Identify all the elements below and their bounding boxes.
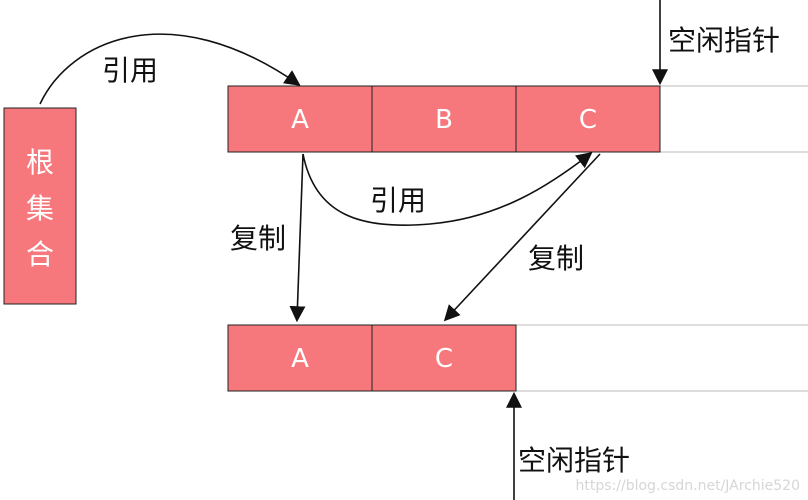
bottom-cell-c-label: C <box>435 344 453 374</box>
bottom-memory-row: A C <box>227 324 808 392</box>
root-set-char: 根 <box>26 146 54 179</box>
top-cell-b <box>371 85 517 153</box>
bottom-cell-a <box>227 324 373 392</box>
root-set-char: 集 <box>26 192 54 225</box>
arrows <box>39 0 668 500</box>
top-cell-a-label: A <box>291 105 309 135</box>
label-root-reference: 引用 <box>102 54 158 87</box>
arrow-copy-c <box>443 153 601 322</box>
label-copy-a: 复制 <box>230 222 286 255</box>
label-copy-c: 复制 <box>528 242 584 275</box>
root-set-char: 合 <box>26 238 54 271</box>
top-cell-c <box>515 85 661 153</box>
root-set-box <box>3 107 77 305</box>
top-cell-c-label: C <box>579 105 597 135</box>
arrow-a-to-c-reference <box>302 152 593 227</box>
bottom-cell-c <box>371 324 517 392</box>
top-cell-b-label: B <box>435 105 453 135</box>
bottom-cell-a-label: A <box>291 344 309 374</box>
label-bottom-free-pointer: 空闲指针 <box>518 444 630 477</box>
top-memory-row: A B C <box>227 85 808 153</box>
label-a-to-c-reference: 引用 <box>370 184 426 217</box>
root-set: 根 集 合 <box>3 107 77 305</box>
label-top-free-pointer: 空闲指针 <box>668 24 780 57</box>
arrow-copy-a <box>289 153 306 323</box>
watermark-text: https://blog.csdn.net/JArchie520 <box>576 478 800 494</box>
arrow-root-to-a <box>39 33 301 105</box>
top-cell-a <box>227 85 373 153</box>
